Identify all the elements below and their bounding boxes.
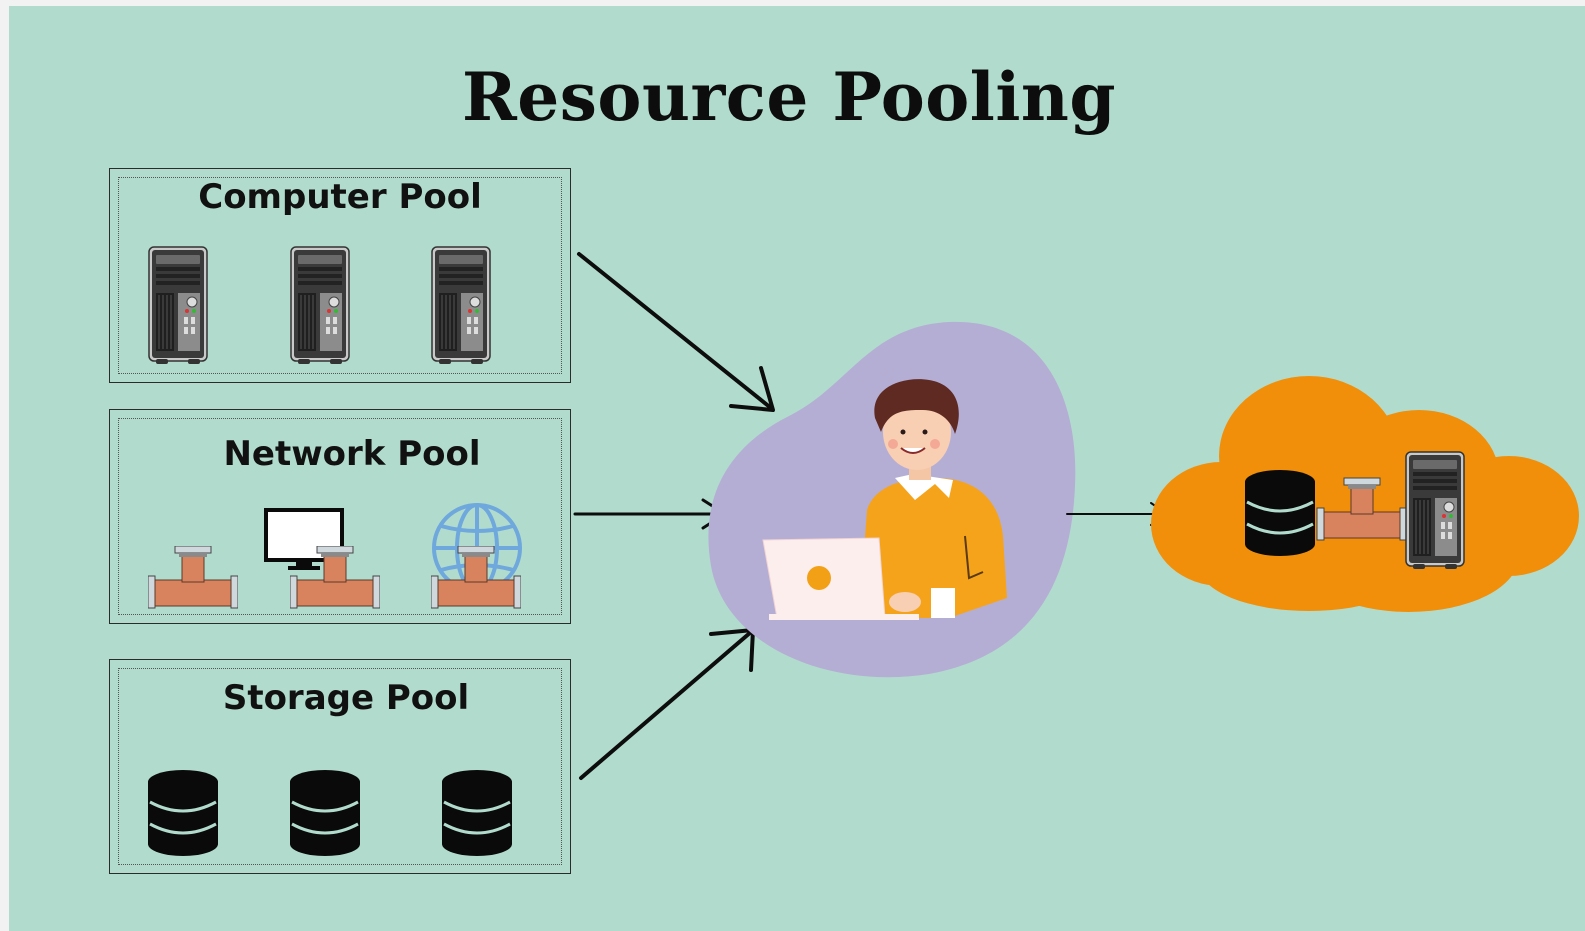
pool-dotted-border: [118, 668, 562, 865]
person-with-laptop-icon: [762, 379, 1007, 620]
computer-pool-label: Computer Pool: [198, 177, 482, 217]
page-title: Resource Pooling: [461, 58, 1117, 136]
monitor-icon: [264, 508, 344, 570]
network-pool-label: Network Pool: [223, 434, 481, 474]
storage-pool-panel: Storage Pool: [109, 659, 571, 874]
pool-dotted-border: [118, 177, 562, 374]
cloud-server-tower-icon: [1405, 451, 1465, 570]
arrow-storage-to-user: [579, 628, 755, 780]
network-pool-panel: Network Pool: [109, 409, 571, 624]
connector-layer: [573, 252, 1579, 780]
cloud-database-icon: [1243, 468, 1317, 558]
arrow-network-to-user: [573, 498, 727, 530]
diagram-canvas: Resource Pooling Computer Pool Network P…: [9, 6, 1585, 931]
pool-dotted-border: [118, 418, 562, 615]
storage-pool-label: Storage Pool: [222, 678, 470, 718]
arrow-computer-to-user: [577, 252, 775, 412]
computer-pool-panel: Computer Pool: [109, 168, 571, 383]
